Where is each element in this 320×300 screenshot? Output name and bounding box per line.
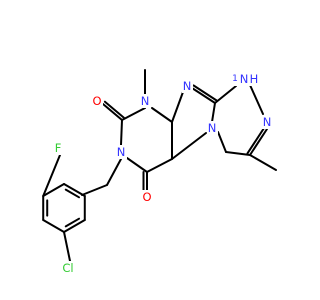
atom-fluorine: F [55,141,62,155]
bond-benzene-inner-4 [64,217,81,228]
bond-c8a-n-methyl [151,107,173,123]
bond-ch2-aryl [81,184,108,196]
atom-nh-locant: 1 [232,74,238,84]
bond-nh-n-azo [249,84,264,115]
bond-c-nh [214,85,237,104]
bond-c-methyl-ch2 [225,151,251,156]
bond-aryl-cl [63,231,71,262]
atom-n-azo: N [263,115,272,129]
atom-o-top: O [92,94,101,108]
bond-c5-c4a [146,158,173,173]
bond-c8a-n-imine [171,91,184,123]
bond-n-fused-c4a [171,132,207,160]
bond-n-azo-c-methyl-second [246,126,266,155]
atom-n-methyl: N [141,94,150,108]
atom-nh-n: N [240,72,249,86]
atom-n-benzyl: N [117,145,126,159]
bond-benzene-3 [42,219,65,233]
atom-label-set: N N 1 N H N N N O O F Cl [53,72,273,275]
bond-n-azo-c-methyl [249,128,268,156]
bond-c-to-n-benzyl [120,119,123,146]
bond-n-benzyl-c-carbonyl2 [126,157,148,173]
bond-imine-c-double-second [192,84,218,102]
bond-benzene-0 [63,183,86,197]
atom-n-imine: N [183,79,192,93]
bond-c-n-fused [211,102,216,123]
bond-n-ch2 [106,158,122,186]
bond-benzene-1 [42,183,65,197]
bond-triazine-ch3 [249,154,277,171]
molecule-structure: N N 1 N H N N N O O F Cl [42,69,277,275]
atom-o-bottom: O [142,190,151,204]
bond-set [42,69,277,262]
atom-nh-h: H [250,72,259,86]
bond-ch2-n-fused [217,131,227,153]
bond-benzene-4 [63,219,86,233]
atom-n-fused: N [208,121,217,135]
bond-aryl-f [42,154,61,197]
bond-n-methyl-c-carbonyl [121,107,146,121]
bond-carbonyl-top [102,103,123,121]
atom-chlorine: Cl [62,261,73,275]
bond-imine-c-double [191,87,216,104]
bond-carbonyl-top-second [103,100,125,119]
bond-benzene-inner-0 [64,188,81,199]
